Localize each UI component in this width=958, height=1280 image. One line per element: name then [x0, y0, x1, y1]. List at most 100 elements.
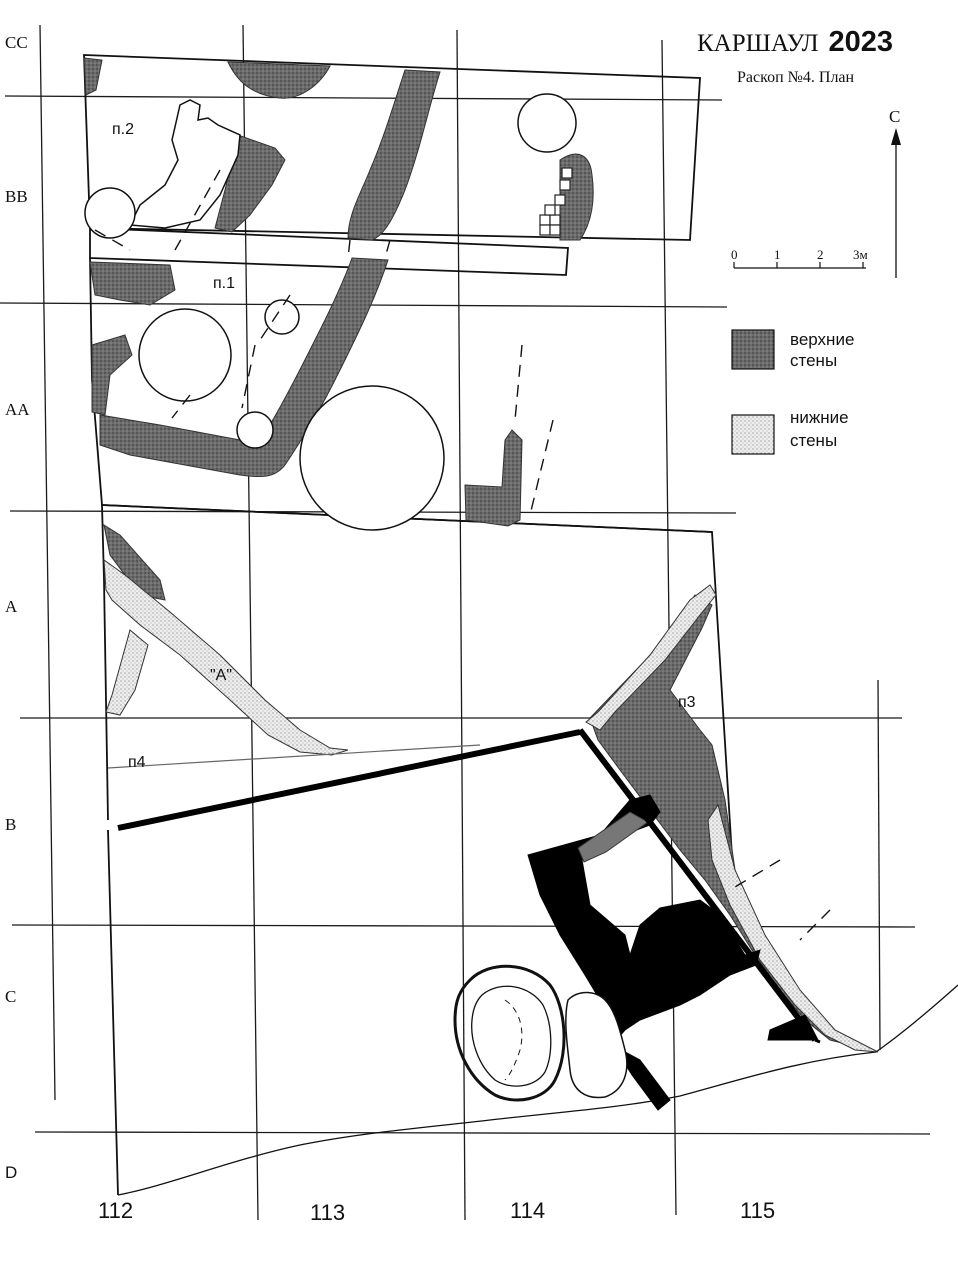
wall-segment: [707, 803, 879, 1053]
wall-segment: [89, 261, 176, 306]
title-site: КАРШАУЛ: [697, 30, 819, 57]
room-label-p1: п.1: [213, 275, 235, 292]
pits: [84, 93, 628, 1099]
grid: [0, 24, 931, 1221]
legend-label-lower-walls-line2: стены: [790, 431, 837, 450]
north-arrow: С: [889, 107, 901, 278]
grid-line-vertical: [456, 29, 466, 1221]
row-label-b: B: [5, 815, 16, 834]
column-label-113: 113: [310, 1200, 345, 1225]
brick: [561, 167, 573, 179]
wall-segment: [227, 61, 331, 99]
black-wall-edge: [577, 728, 818, 1042]
trench-outlines: [83, 54, 958, 1196]
lower-trench-outline: [101, 504, 109, 821]
pit: [517, 93, 577, 153]
pit: [236, 411, 274, 449]
scale-tick-label: 3м: [853, 247, 868, 262]
brick: [539, 214, 551, 226]
room-label-p3: п3: [678, 694, 696, 711]
black-walls: [117, 728, 821, 1111]
grid-line-horizontal: [34, 1131, 931, 1135]
grid-line-horizontal: [11, 924, 916, 928]
legend-label-upper-walls-line1: верхние: [790, 330, 854, 349]
wall-segment: [99, 257, 389, 478]
wall-segment: [585, 584, 717, 731]
dashed-line: [529, 419, 554, 516]
section-line-p4: [107, 744, 481, 769]
wall-segment: [103, 523, 166, 601]
black-wall-edge: [814, 1038, 821, 1044]
row-label-a: A: [5, 597, 18, 616]
dashed-line: [729, 859, 781, 891]
pit: [565, 991, 628, 1099]
wall-segment: [103, 558, 349, 756]
title: КАРШАУЛ 2023: [697, 26, 893, 58]
grey-inset: [577, 811, 649, 863]
north-label: С: [889, 107, 900, 126]
brick: [539, 224, 551, 236]
dashed-line: [799, 909, 831, 941]
upper-walls: [83, 57, 871, 1051]
black-beam: [117, 729, 581, 831]
legend-swatch-lower-walls: [731, 414, 775, 455]
pit: [138, 308, 232, 402]
row-label-aa: АА: [5, 400, 30, 419]
pit: [128, 99, 241, 229]
oval-feature: [453, 964, 566, 1102]
dashed-line: [259, 294, 291, 341]
brick: [554, 194, 566, 206]
row-labels: СС ВВ АА A B C D: [5, 33, 30, 1182]
row-label-bb: ВВ: [5, 187, 28, 206]
grid-line-vertical: [661, 39, 677, 1216]
lower-walls: [103, 558, 879, 1053]
subtitle: Раскоп №4. План: [737, 69, 855, 86]
dashed-line: [174, 169, 221, 251]
upper-trench-outline: [83, 54, 701, 241]
brick-course: [539, 167, 573, 236]
title-block: КАРШАУЛ 2023 Раскоп №4. План: [697, 26, 893, 86]
legend-label-upper-walls-line2: стены: [790, 351, 837, 370]
pit: [264, 299, 300, 335]
oval-feature-outer: [453, 964, 566, 1102]
brick: [559, 179, 571, 191]
dashed-lines: [94, 169, 831, 941]
scale-tick-label: 0: [731, 247, 738, 262]
room-label-p2: п.2: [112, 121, 134, 138]
wall-segment: [105, 629, 149, 716]
scale-tick-label: 2: [817, 247, 824, 262]
brick: [549, 214, 561, 226]
column-label-112: 112: [98, 1198, 133, 1223]
title-year: 2023: [829, 26, 894, 58]
brick: [549, 224, 561, 236]
grid-line-horizontal: [4, 95, 723, 101]
row-label-cc: СС: [5, 33, 28, 52]
grid-line-vertical: [877, 679, 881, 1051]
room-label-a: "А": [210, 667, 232, 684]
trench-west-edge: [107, 829, 119, 1196]
room-label-p4: п4: [128, 754, 146, 771]
legend-label-lower-walls-line1: нижние: [790, 408, 849, 427]
oval-feature-hatch: [504, 999, 523, 1081]
dashed-line: [241, 344, 256, 409]
dashed-line: [94, 229, 131, 251]
room-labels: п.2 п.1 п3 п4 "А": [112, 121, 696, 771]
row-label-c: C: [5, 987, 16, 1006]
dashed-line: [347, 239, 351, 259]
oval-feature-inner: [471, 985, 552, 1087]
scale-tick-label: 1: [774, 247, 781, 262]
column-label-114: 114: [510, 1198, 545, 1223]
grid-line-vertical: [242, 24, 259, 1221]
lower-boundary-outline: [117, 984, 958, 1196]
north-arrow-icon: [891, 128, 901, 145]
grid-line-vertical: [39, 24, 56, 1101]
column-label-115: 115: [740, 1198, 775, 1223]
dashed-line: [171, 394, 191, 419]
wall-segment: [83, 57, 103, 96]
baulk-strip: [89, 227, 569, 276]
brick: [544, 204, 556, 216]
column-labels: 112 113 114 115: [98, 1198, 775, 1225]
scale-bar: 0 1 2 3м: [731, 247, 868, 269]
wall-segment: [91, 334, 133, 416]
